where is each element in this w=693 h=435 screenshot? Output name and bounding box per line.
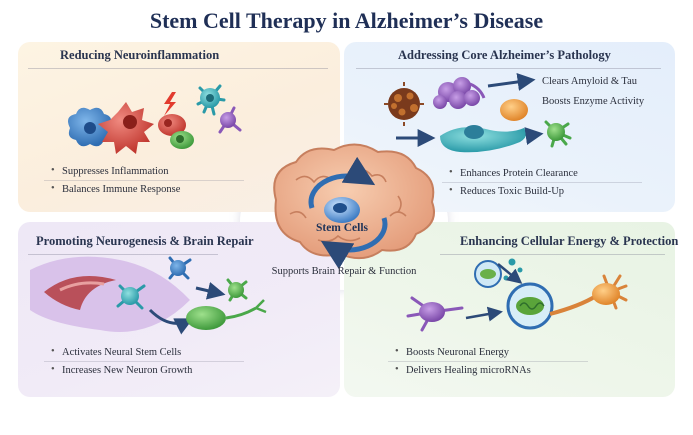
arrow-icon <box>497 263 523 284</box>
bullet-item: Reduces Toxic Build-Up <box>446 185 564 197</box>
bullet-item: Suppresses Inflammation <box>48 165 168 177</box>
panel-title-neuroinflammation: Reducing Neuroinflammation <box>60 48 220 62</box>
orange-neuron-icon <box>549 274 628 316</box>
divider <box>44 361 244 362</box>
brain-tissue-icon <box>30 256 190 332</box>
bullet-item: Enhances Protein Clearance <box>446 167 578 179</box>
arrow-icon <box>148 308 194 335</box>
purple-neuron-icon <box>406 296 464 332</box>
mitochondria-icon <box>474 260 554 330</box>
healthy-neuron-icon <box>544 120 572 148</box>
bullet-item: Boosts Neuronal Energy <box>392 346 509 358</box>
neural-progenitor-icon <box>168 256 192 280</box>
lightning-icon <box>164 92 176 116</box>
divider <box>28 254 218 255</box>
red-cell-icon <box>158 114 186 136</box>
bullet-item: Increases New Neuron Growth <box>48 364 192 376</box>
arrow-icon <box>195 281 226 300</box>
bullet-item: Activates Neural Stem Cells <box>48 346 181 358</box>
callout-clears-amyloid: Clears Amyloid & Tau <box>542 76 638 87</box>
new-neuron-icon <box>186 278 267 330</box>
arrow-icon <box>465 306 503 322</box>
stem-cell-icon <box>440 125 527 153</box>
arrow-icon <box>487 73 536 91</box>
tau-tangle-icon <box>433 77 486 109</box>
divider <box>442 182 642 183</box>
callout-enzyme-activity: Boosts Enzyme Activity <box>542 96 645 107</box>
bullet-item: Balances Immune Response <box>48 183 180 195</box>
panel-title-neurogenesis: Promoting Neurogenesis & Brain Repair <box>36 234 254 248</box>
divider <box>356 68 661 69</box>
page-title: Stem Cell Therapy in Alzheimer’s Disease <box>149 8 544 33</box>
inflammatory-cell-icon <box>98 102 154 154</box>
neural-stem-cell-icon <box>116 284 146 310</box>
center-label: Stem Cells <box>315 222 369 234</box>
enzyme-icon <box>500 99 528 121</box>
bullet-item: Delivers Healing microRNAs <box>392 364 531 376</box>
divider <box>440 254 665 255</box>
cycle-arrows-icon <box>308 156 388 270</box>
amyloid-plaque-icon <box>384 82 424 126</box>
divider <box>44 180 244 181</box>
divider <box>28 68 328 69</box>
divider <box>388 361 588 362</box>
panel-title-cellular-energy: Enhancing Cellular Energy & Protection <box>460 234 679 248</box>
microglia-icon <box>196 84 226 116</box>
center-caption: Supports Brain Repair & Function <box>271 266 417 277</box>
purple-glia-icon <box>218 106 242 134</box>
panel-title-core-pathology: Addressing Core Alzheimer’s Pathology <box>398 48 611 62</box>
arrow-icon <box>524 127 544 145</box>
immune-cell-icon <box>68 107 112 147</box>
